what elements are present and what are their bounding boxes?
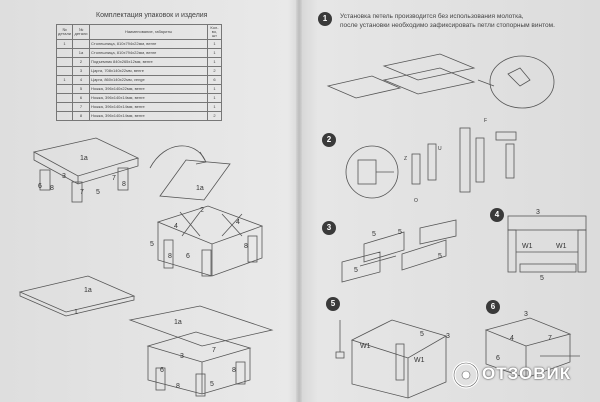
label-3: 3	[62, 173, 66, 180]
watermark-text: ОТЗОВИК	[482, 364, 572, 383]
label-1a-closed: 1а	[80, 155, 88, 162]
step1-note-line2: после установки необходимо зафиксировать…	[340, 22, 555, 29]
label-1a-exploded: 1а	[84, 287, 92, 294]
label-1a-open: 1а	[174, 319, 182, 326]
label-1: 1	[74, 309, 78, 316]
label-4a: 4	[174, 223, 178, 230]
step1-note-line1: Установка петель производится без исполь…	[340, 13, 524, 20]
cell-part-no-2: 8	[72, 111, 91, 121]
label-8: 8	[50, 185, 54, 192]
table-header-row: № детали № детали Наименование, габариты…	[55, 24, 222, 40]
step-badge-2: 2	[322, 133, 336, 147]
cell-part-no	[55, 111, 74, 121]
label-w1d: W1	[414, 357, 425, 364]
label-w1b: W1	[556, 243, 567, 250]
header-part-no-2: № детали	[72, 24, 91, 40]
label-3d: 3	[446, 333, 450, 340]
label-8f: 8	[232, 367, 236, 374]
label-6b: 6	[186, 253, 190, 260]
label-5b: 5	[150, 241, 154, 248]
step-badge-5: 5	[326, 297, 340, 311]
label-3c: 3	[536, 209, 540, 216]
label-3e: 3	[524, 311, 528, 318]
label-w1c: W1	[360, 343, 371, 350]
label-5f: 5	[354, 267, 358, 274]
part-labels: 1а 6 8 3 7 5 7 8 1а 2 4 4 5 8 6 8 1а 1 1…	[38, 118, 567, 390]
label-f: F	[484, 118, 487, 124]
label-8e: 8	[176, 383, 180, 390]
label-8c: 8	[168, 253, 172, 260]
step-badge-1: 1	[318, 12, 332, 26]
label-5h: 5	[540, 275, 544, 282]
step-badge-6: 6	[486, 300, 500, 314]
drawing-table-closed	[32, 137, 140, 203]
drawing-step1-hinges	[326, 53, 555, 109]
label-5e: 5	[398, 229, 402, 236]
unfold-arrow	[149, 145, 206, 169]
label-4c: 4	[510, 335, 514, 342]
label-w1a: W1	[522, 243, 533, 250]
label-8b: 8	[122, 181, 126, 188]
label-5c: 5	[210, 381, 214, 388]
label-6c: 6	[160, 367, 164, 374]
watermark: ОТЗОВИК	[452, 361, 592, 391]
label-4b: 4	[236, 219, 240, 226]
label-7d: 7	[548, 335, 552, 342]
label-u: U	[438, 146, 442, 152]
drawing-step6-assembly	[484, 317, 580, 379]
label-8d: 8	[244, 243, 248, 250]
label-5i: 5	[420, 331, 424, 338]
label-o: O	[414, 198, 418, 204]
label-7b: 7	[112, 175, 116, 182]
cell-qty: 2	[207, 111, 222, 121]
drawing-table-lift	[156, 159, 264, 277]
label-7a: 7	[80, 189, 84, 196]
drawing-step3-boards	[341, 219, 457, 283]
label-5: 5	[96, 189, 100, 196]
drawing-table-exploded	[18, 275, 274, 397]
label-3b: 3	[180, 353, 184, 360]
drawing-step2-frame	[345, 127, 517, 199]
label-2: 2	[200, 207, 204, 214]
label-6d: 6	[496, 355, 500, 362]
label-1a-lift: 1а	[196, 185, 204, 192]
label-5g: 5	[438, 253, 442, 260]
label-5d: 5	[372, 231, 376, 238]
drawing-step4-frame	[507, 215, 587, 273]
parts-table-title: Комплектация упаковок и изделия	[96, 12, 208, 19]
step-badge-4: 4	[490, 208, 504, 222]
label-7c: 7	[212, 347, 216, 354]
step-badge-3: 3	[322, 221, 336, 235]
header-qty: Кол-во, шт	[207, 24, 222, 40]
label-z: Z	[404, 156, 407, 162]
page-fold	[296, 0, 302, 402]
otzovik-logo-icon	[452, 361, 480, 389]
label-6: 6	[38, 183, 42, 190]
parts-table: № детали № детали Наименование, габариты…	[55, 24, 222, 121]
drawing-step5-assembly	[335, 319, 448, 399]
